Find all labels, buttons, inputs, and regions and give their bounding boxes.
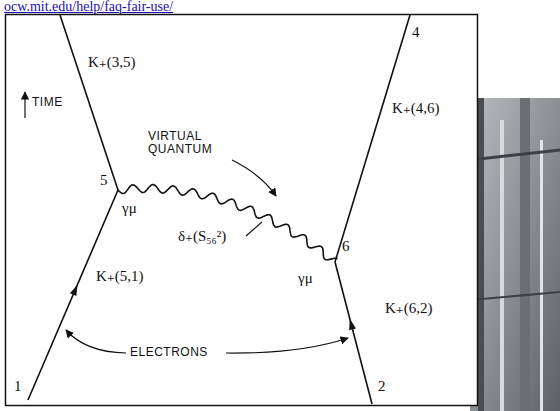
vertex-factor: γμ	[122, 200, 137, 217]
electron-arrows	[70, 285, 356, 331]
propagator-label: δ₊(S₅₆²)	[178, 228, 226, 245]
annotation: ELECTRONS	[130, 346, 208, 359]
electron-line	[335, 262, 372, 404]
electron-line	[60, 15, 118, 190]
electron-line	[28, 190, 118, 400]
vertex-factor: γμ	[298, 270, 313, 287]
propagator-label: K₊(5,1)	[96, 268, 144, 285]
electron-line	[335, 15, 410, 262]
leader-line	[226, 338, 348, 353]
propagator-label: K₊(4,6)	[392, 100, 440, 117]
vertex-number: 1	[14, 378, 22, 395]
time-arrow	[24, 92, 25, 118]
propagator-label: K₊(6,2)	[385, 300, 433, 317]
source-link: ocw.mit.edu/help/faq-fair-use/	[4, 0, 173, 14]
virtual-photon	[118, 185, 338, 260]
vertex-number: 4	[412, 24, 420, 41]
leader-line	[66, 330, 126, 353]
figure-frame	[6, 15, 478, 406]
leader-line	[232, 160, 276, 196]
leader-lines	[25, 92, 348, 353]
propagator-label: K₊(3,5)	[88, 54, 136, 71]
world-lines	[28, 15, 410, 404]
photo-fragment	[470, 98, 560, 411]
vertex-number: 6	[342, 238, 350, 255]
leader-line	[246, 222, 262, 236]
vertex-number: 5	[100, 172, 108, 189]
annotation: VIRTUAL QUANTUM	[148, 130, 228, 156]
electron-arrowhead	[70, 285, 78, 296]
electron-arrowhead	[349, 319, 356, 331]
axis-label: TIME	[32, 96, 63, 109]
vertex-number: 2	[378, 378, 386, 395]
